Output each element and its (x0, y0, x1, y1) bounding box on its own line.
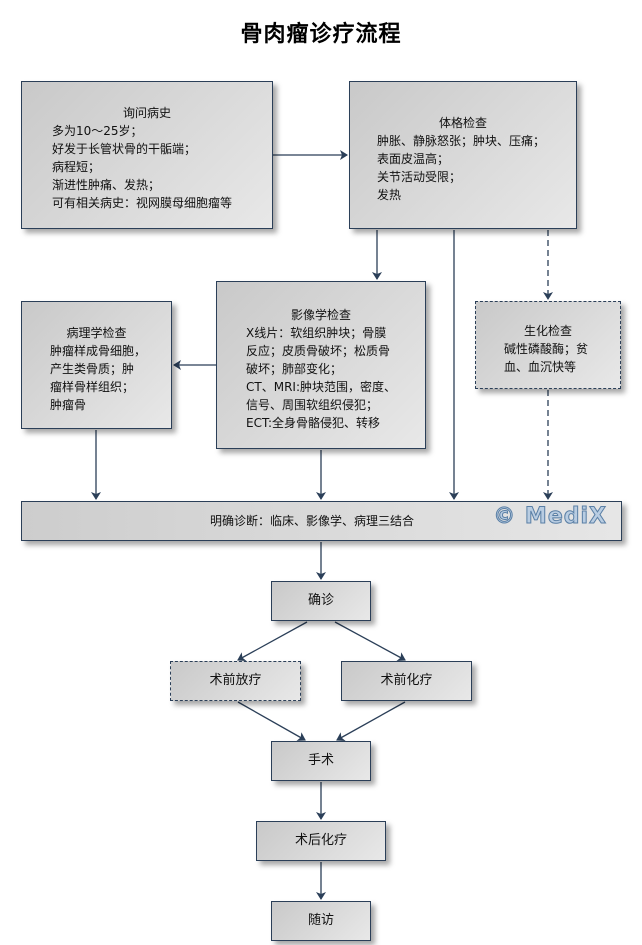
node-preop-chemo-label: 术前化疗 (380, 673, 433, 688)
node-postop-chemo: 术后化疗 (256, 821, 386, 861)
node-physical-line: 发热 (377, 188, 402, 202)
node-history-line: 病程短； (52, 160, 101, 174)
node-biochem: 生化检查 碱性磷酸酶；贫 血、血沉快等 (475, 301, 621, 389)
node-history: 询问病史 多为10～25岁； 好发于长管状骨的干骺端； 病程短； 渐进性肿痛、发… (21, 81, 273, 229)
node-history-line: 可有相关病史：视网膜母细胞瘤等 (52, 196, 233, 210)
arrow-confirm-to-chemo (334, 621, 406, 662)
diagram-title: 骨肉瘤诊疗流程 (240, 22, 402, 47)
diagnosis-label: 明确诊断：临床、影像学、病理三结合 (210, 514, 415, 528)
node-history-line: 渐进性肿痛、发热； (52, 178, 161, 192)
node-followup-label: 随访 (307, 913, 334, 928)
node-surgery-label: 手术 (307, 753, 334, 768)
node-diagnosis-bar: 明确诊断：临床、影像学、病理三结合 © MediX (21, 501, 622, 541)
node-physical-line: 肿胀、静脉怒张；肿块、压痛； (377, 134, 546, 148)
node-confirm-label: 确诊 (307, 593, 334, 608)
node-surgery: 手术 (271, 741, 371, 781)
node-imaging-line: 信号、周围软组织侵犯； (246, 398, 379, 412)
node-physical-line: 表面皮温高； (377, 152, 450, 166)
node-postop-chemo-label: 术后化疗 (294, 833, 347, 848)
node-imaging-line: 反应；皮质骨破坏；松质骨 (246, 344, 391, 358)
node-preop-chemo: 术前化疗 (341, 661, 472, 701)
node-confirm: 确诊 (271, 581, 371, 621)
node-history-line: 好发于长管状骨的干骺端； (52, 142, 197, 156)
node-imaging-line: 破坏；肺部变化； (246, 362, 343, 376)
node-imaging-heading: 影像学检查 (290, 308, 351, 322)
node-imaging-line: CT、MRI:肿块范围，密度、 (246, 380, 396, 394)
node-pathology-heading: 病理学检查 (66, 326, 127, 340)
node-physical-line: 关节活动受限； (377, 170, 462, 184)
node-pathology-line: 肿瘤样成骨细胞， (50, 344, 147, 358)
node-pathology-line: 肿瘤骨 (50, 398, 87, 412)
node-physical-heading: 体格检查 (438, 116, 487, 130)
node-biochem-heading: 生化检查 (523, 324, 572, 338)
node-physical: 体格检查 肿胀、静脉怒张；肿块、压痛； 表面皮温高； 关节活动受限； 发热 (349, 81, 577, 229)
node-pathology: 病理学检查 肿瘤样成骨细胞， 产生类骨质；肿 瘤样骨样组织； 肿瘤骨 (21, 301, 172, 429)
node-preop-radio: 术前放疗 (170, 661, 301, 701)
node-history-line: 多为10～25岁； (52, 124, 143, 138)
node-imaging: 影像学检查 X线片：软组织肿块；骨膜 反应；皮质骨破坏；松质骨 破坏；肺部变化；… (216, 281, 426, 449)
node-followup: 随访 (271, 901, 371, 941)
node-preop-radio-label: 术前放疗 (209, 673, 262, 688)
node-pathology-line: 瘤样骨样组织； (50, 380, 135, 394)
node-history-heading: 询问病史 (122, 106, 171, 120)
arrow-chemo-to-surgery (336, 701, 406, 741)
node-pathology-line: 产生类骨质；肿 (50, 362, 135, 376)
arrow-confirm-to-radio (237, 621, 308, 662)
medix-watermark: © MediX (493, 504, 607, 529)
node-biochem-line: 血、血沉快等 (504, 360, 577, 374)
node-biochem-line: 碱性磷酸酶；贫 (504, 342, 589, 356)
node-imaging-line: ECT:全身骨骼侵犯、转移 (246, 416, 381, 430)
arrow-radio-to-surgery (237, 701, 306, 741)
node-imaging-line: X线片：软组织肿块；骨膜 (246, 326, 387, 340)
